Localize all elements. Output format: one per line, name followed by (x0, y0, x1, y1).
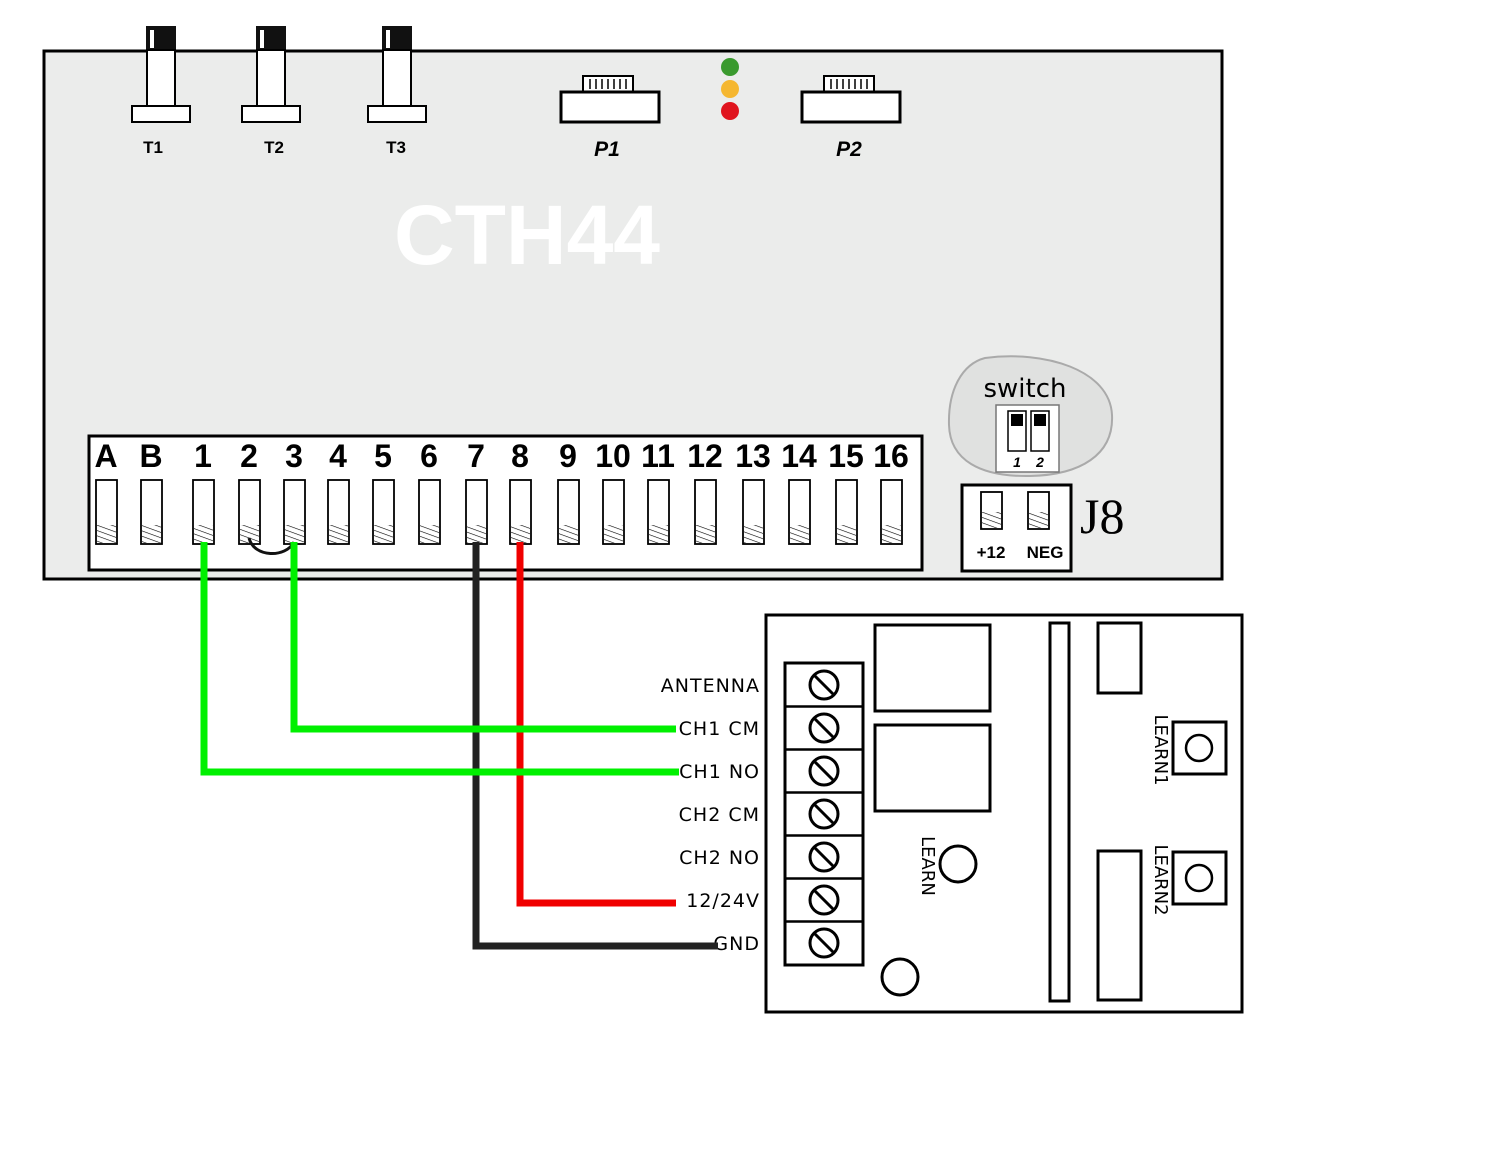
terminal-slots (95, 479, 903, 545)
terminal-slot-13 (742, 479, 765, 545)
terminal-label-10: 10 (595, 438, 631, 474)
receiver-terminal-ch1-no: CH1 NO (679, 761, 760, 783)
tamper-switch-t3 (367, 26, 427, 123)
port-label-p2: P2 (836, 138, 862, 161)
status-led-red (721, 102, 739, 120)
receiver-terminal-ch1-cm: CH1 CM (679, 718, 760, 740)
learn-button[interactable] (938, 844, 978, 884)
screw-gnd (808, 927, 840, 959)
terminal-label-16: 16 (873, 438, 909, 474)
wiring (200, 537, 718, 950)
terminal-slot-12 (694, 479, 717, 545)
terminal-label-b: B (139, 438, 162, 474)
receiver-terminal-ch2-cm: CH2 CM (679, 804, 760, 826)
terminal-label-7: 7 (467, 438, 485, 474)
antenna-bar (1048, 621, 1071, 1003)
terminal-slot-4 (327, 479, 350, 545)
screw-ch1-no (808, 755, 840, 787)
screw-ch2-cm (808, 798, 840, 830)
terminal-label-1: 1 (194, 438, 212, 474)
dip-number-2: 2 (1035, 454, 1044, 470)
terminal-slot-16 (880, 479, 903, 545)
port-p2 (800, 75, 902, 124)
screw-terminal-strip: ANTENNA CH1 CM CH1 NO CH2 CM CH2 NO 12/24V GND (661, 661, 865, 967)
screw-12-24v (808, 884, 840, 916)
receiver-terminal-gnd: GND (713, 933, 760, 955)
relay-2 (873, 723, 992, 813)
status-led-green (721, 58, 739, 76)
wire-ch1cm-green (290, 542, 676, 733)
learn1-label: LEARN1 (1150, 714, 1171, 785)
dip-number-1: 1 (1013, 454, 1021, 470)
terminal-label-14: 14 (781, 438, 817, 474)
wire-12v-red (516, 542, 676, 907)
switch-label: switch (983, 374, 1066, 404)
receiver-module: LEARN1 LEARN2 LEARN ANTENNA CH1 CM CH1 NO C… (661, 613, 1244, 1014)
wire-ch1no-green (200, 542, 679, 776)
chip-top (1096, 621, 1143, 695)
screw-ch2-no (808, 841, 840, 873)
tamper-switch-t1 (131, 26, 191, 123)
learn1-button[interactable] (1171, 720, 1228, 776)
terminal-slot-b (140, 479, 163, 545)
port-label-p1: P1 (594, 138, 620, 161)
terminal-slot-1 (192, 479, 215, 545)
terminal-slot-15 (835, 479, 858, 545)
terminal-slot-9 (557, 479, 580, 545)
terminal-block (87, 434, 924, 572)
cth44-board: T1 T2 T3 P1 P2 (42, 26, 1224, 581)
terminal-slot-14 (788, 479, 811, 545)
j8-label: J8 (1080, 488, 1124, 544)
learn-label: LEARN (917, 836, 938, 896)
terminal-label-12: 12 (687, 438, 723, 474)
dip-switch: switch 1 2 (947, 355, 1114, 478)
terminal-label-a: A (94, 438, 117, 474)
screw-ch1-cm (808, 712, 840, 744)
wire-gnd-black (472, 542, 718, 950)
tamper-switch-t2 (241, 26, 301, 123)
status-led-yellow (721, 80, 739, 98)
terminal-slot-8 (509, 479, 532, 545)
terminal-label-6: 6 (420, 438, 438, 474)
terminal-slot-a (95, 479, 118, 545)
relay-1 (873, 623, 992, 713)
j8-terminal-neg: NEG (1027, 543, 1064, 562)
port-p1 (559, 75, 661, 124)
screw-antenna (808, 669, 840, 701)
receiver-terminal-ch2-no: CH2 NO (679, 847, 760, 869)
terminal-slot-5 (372, 479, 395, 545)
terminal-label-2: 2 (240, 438, 258, 474)
terminal-label-15: 15 (828, 438, 864, 474)
receiver-indicator (880, 957, 920, 997)
terminal-slot-6 (418, 479, 441, 545)
terminal-label-5: 5 (374, 438, 392, 474)
tamper-label-t1: T1 (143, 138, 163, 157)
learn2-button[interactable] (1171, 850, 1228, 906)
terminal-slot-11 (647, 479, 670, 545)
terminal-slot-3 (283, 479, 306, 545)
terminal-slot-2 (238, 479, 261, 545)
terminal-label-9: 9 (559, 438, 577, 474)
terminal-label-8: 8 (511, 438, 529, 474)
board-name: CTH44 (394, 188, 660, 282)
terminal-slot-10 (602, 479, 625, 545)
terminal-slot-7 (465, 479, 488, 545)
terminal-label-11: 11 (641, 438, 675, 474)
tamper-label-t2: T2 (264, 138, 284, 157)
tamper-label-t3: T3 (386, 138, 406, 157)
terminal-label-3: 3 (285, 438, 303, 474)
terminal-label-4: 4 (329, 438, 347, 474)
chip-bottom (1096, 849, 1143, 1002)
j8-connector: +12 NEG (960, 483, 1073, 573)
j8-terminal-plus12: +12 (977, 543, 1006, 562)
terminal-label-13: 13 (735, 438, 771, 474)
receiver-terminal-antenna: ANTENNA (661, 675, 760, 697)
learn2-label: LEARN2 (1150, 844, 1171, 915)
receiver-terminal-12-24v: 12/24V (686, 890, 760, 912)
